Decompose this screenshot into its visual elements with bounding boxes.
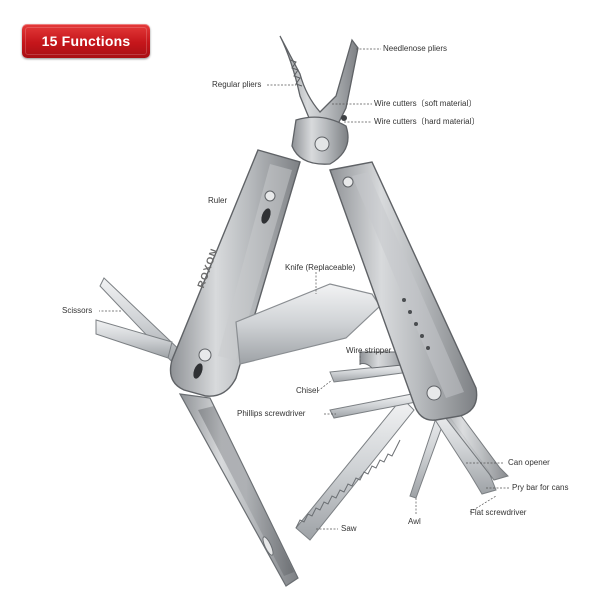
functions-badge: 15 Functions: [22, 24, 150, 58]
label-wire-stripper: Wire stripper: [346, 346, 392, 355]
plier-head: [279, 35, 359, 165]
label-phillips-screwdriver: Phillips screwdriver: [237, 409, 306, 418]
label-wire-cutters-hard: Wire cutters〔hard material〕: [374, 117, 480, 126]
label-flat-screwdriver: Flat screwdriver: [470, 508, 527, 517]
label-regular-pliers: Regular pliers: [212, 80, 262, 89]
right-handle: [329, 161, 478, 421]
label-awl: Awl: [408, 517, 421, 526]
callout-lines: [99, 48, 510, 530]
bottom-handle: [178, 393, 299, 587]
label-can-opener: Can opener: [508, 458, 550, 467]
saw-blade: [295, 397, 415, 541]
label-pry-bar: Pry bar for cans: [512, 483, 569, 492]
label-saw: Saw: [341, 524, 357, 533]
scissors-tool: [95, 277, 187, 367]
label-knife: Knife (Replaceable): [285, 263, 356, 272]
label-needlenose-pliers: Needlenose pliers: [383, 44, 448, 53]
label-scissors: Scissors: [62, 306, 93, 315]
left-handle: [169, 149, 301, 397]
label-ruler: Ruler: [208, 196, 228, 205]
label-chisel: Chisel: [296, 386, 319, 395]
label-wire-cutters-soft: Wire cutters〔soft material〕: [374, 99, 477, 108]
